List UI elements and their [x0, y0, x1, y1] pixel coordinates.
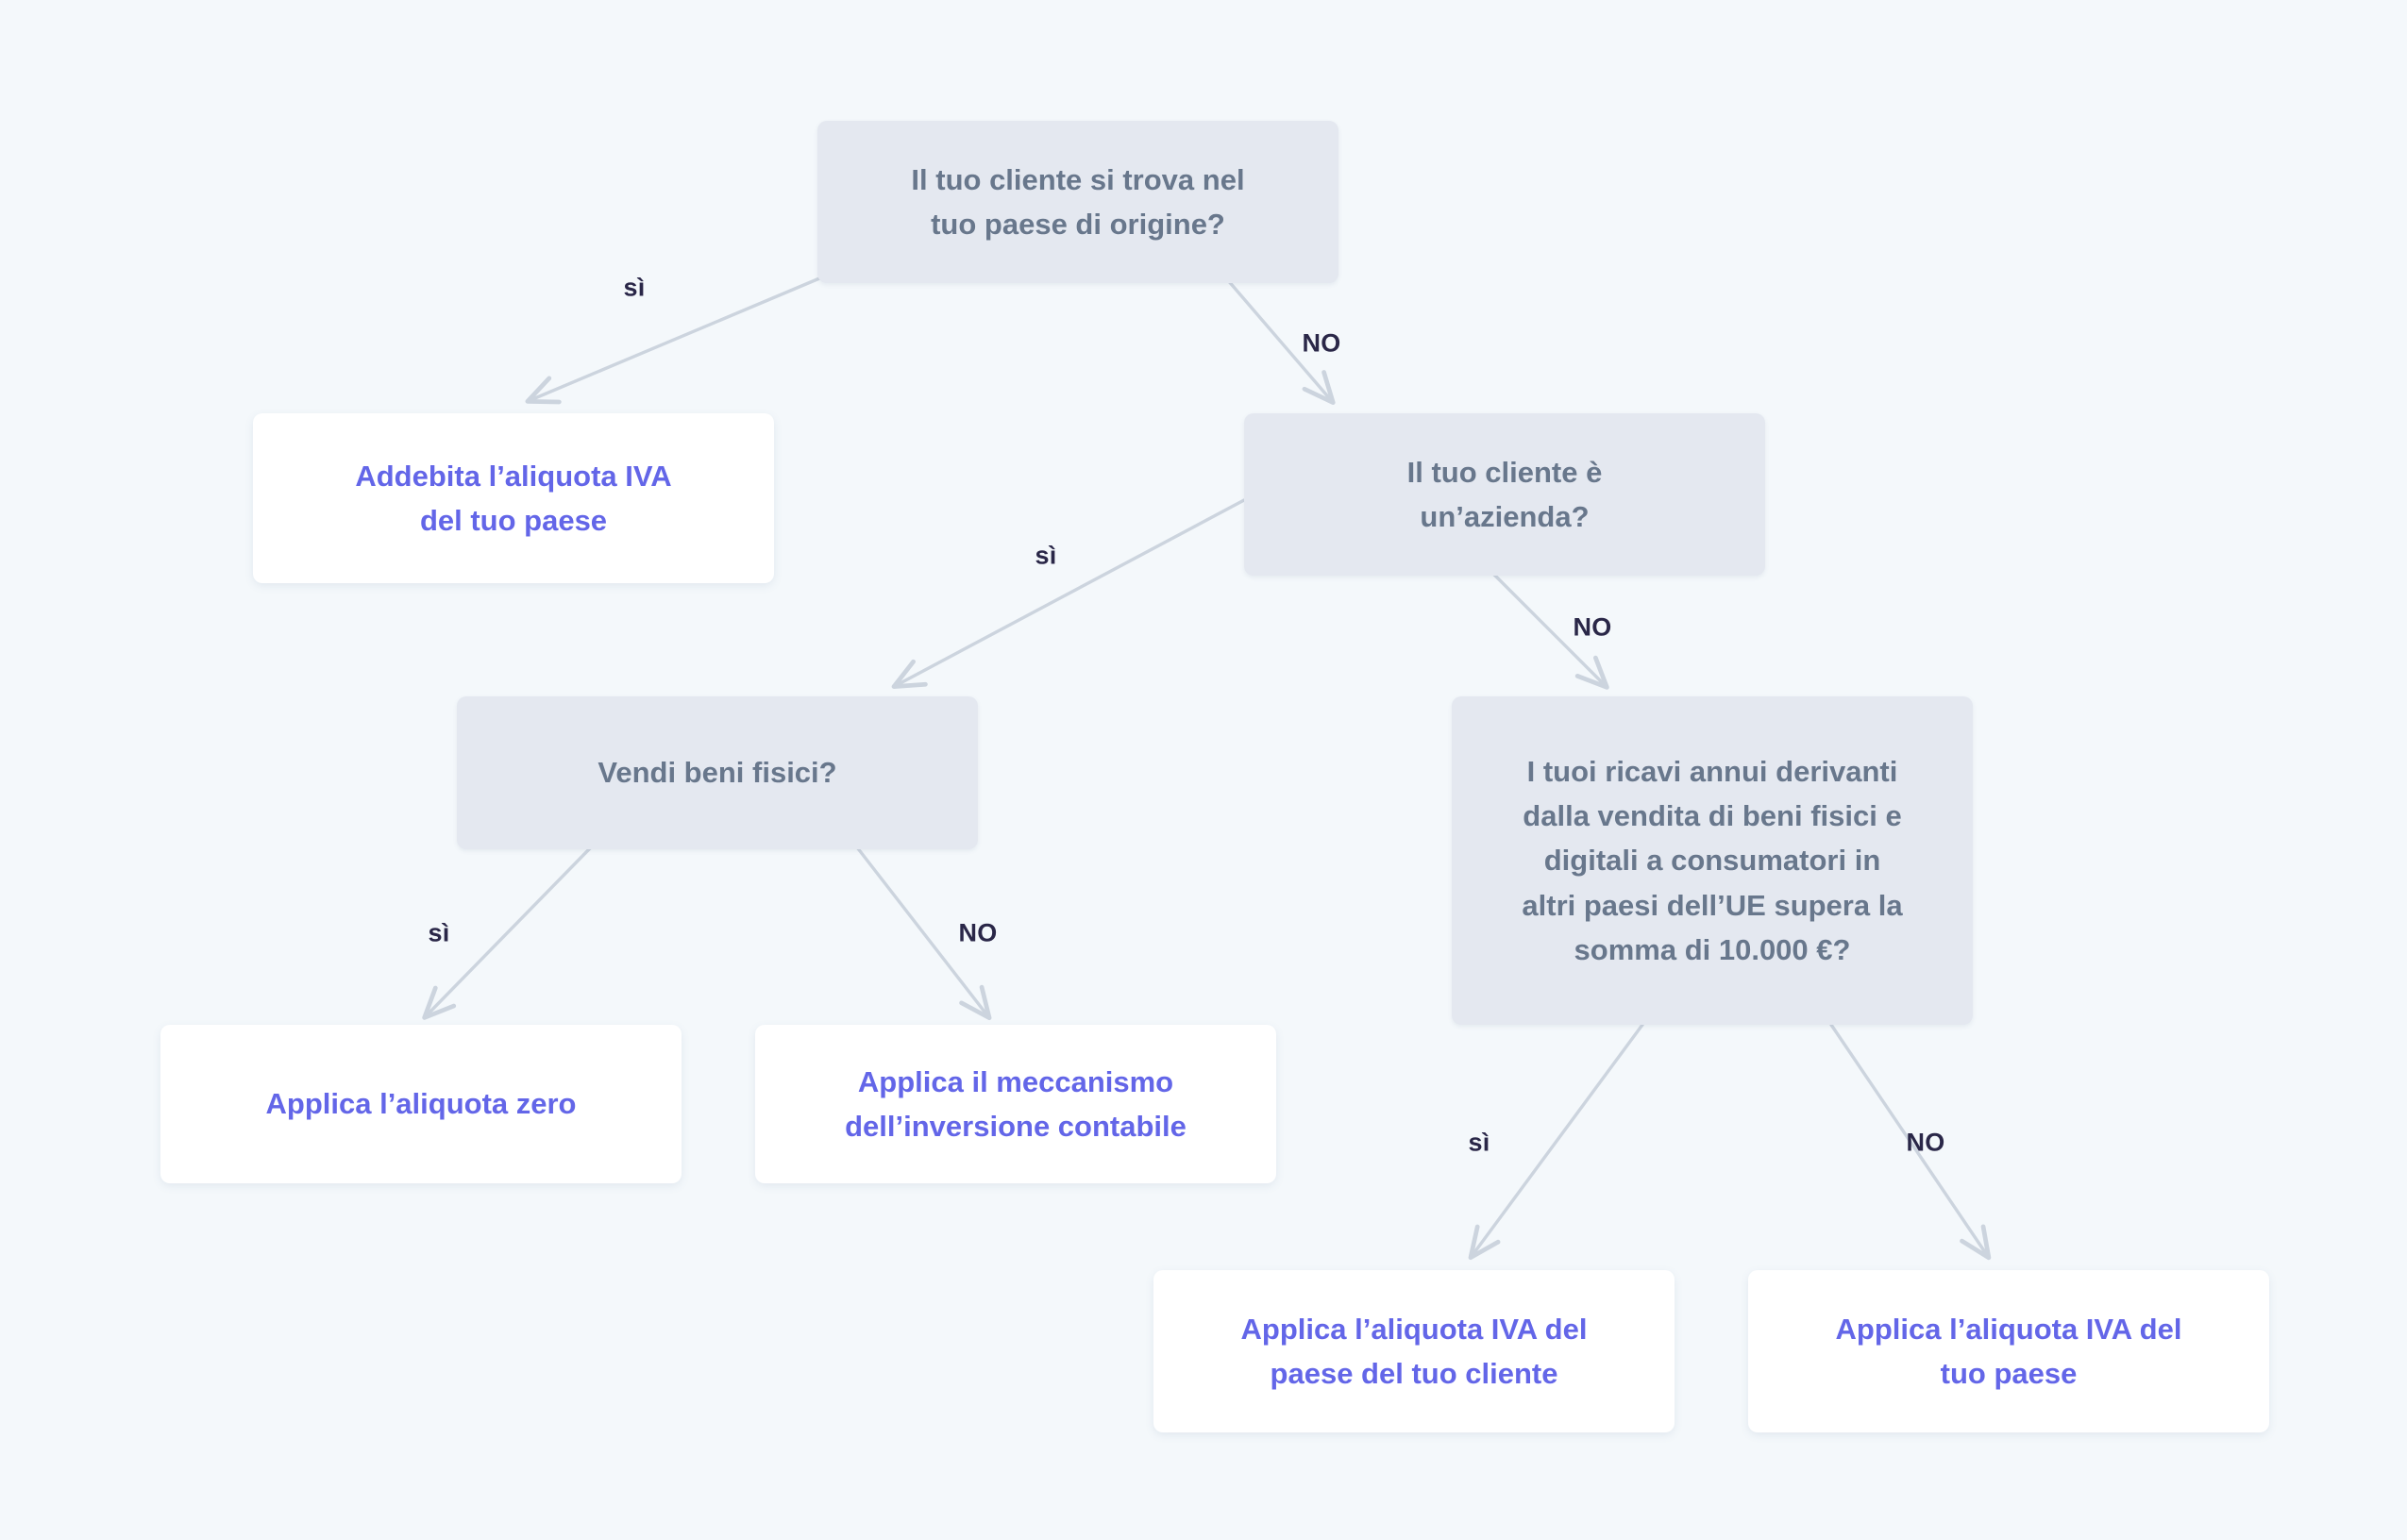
node-q-physical-goods[interactable]: Vendi beni fisici? [457, 696, 978, 849]
node-label: Vendi beni fisici? [598, 756, 837, 790]
edge-e1 [525, 272, 833, 405]
node-r-charge-home-vat[interactable]: Addebita l’aliquota IVA del tuo paese [253, 413, 774, 583]
node-label: Il tuo cliente si trova nel tuo paese di… [911, 162, 1245, 241]
edge-label-e4: NO [1573, 612, 1612, 642]
node-r-reverse-charge[interactable]: Applica il meccanismo dell’inversione co… [755, 1025, 1276, 1183]
edge-label-e5: sì [428, 918, 450, 947]
edge-e7 [1468, 1023, 1644, 1261]
node-r-own-country-vat[interactable]: Applica l’aliquota IVA del tuo paese [1748, 1270, 2269, 1432]
node-label: Applica l’aliquota IVA del tuo paese [1835, 1312, 2182, 1390]
edge-label-e2: NO [1302, 328, 1341, 358]
node-q-revenue-threshold[interactable]: I tuoi ricavi annui derivanti dalla vend… [1452, 696, 1973, 1025]
node-r-customer-country-vat[interactable]: Applica l’aliquota IVA del paese del tuo… [1153, 1270, 1675, 1432]
node-label: Il tuo cliente è un’azienda? [1406, 455, 1603, 533]
edge-label-e3: sì [1035, 541, 1057, 570]
node-label: Applica l’aliquota zero [265, 1087, 577, 1121]
node-r-zero-rate[interactable]: Applica l’aliquota zero [160, 1025, 682, 1183]
node-label: I tuoi ricavi annui derivanti dalla vend… [1522, 755, 1903, 966]
node-label: Applica il meccanismo dell’inversione co… [845, 1064, 1187, 1143]
edge-label-e7: sì [1468, 1128, 1490, 1157]
edge-e3 [891, 498, 1246, 689]
edge-label-e8: NO [1906, 1128, 1945, 1157]
edge-label-e6: NO [958, 918, 998, 947]
node-q-home-country[interactable]: Il tuo cliente si trova nel tuo paese di… [817, 121, 1338, 283]
node-label: Addebita l’aliquota IVA del tuo paese [355, 459, 672, 537]
edge-label-e1: sì [623, 273, 646, 302]
node-label: Applica l’aliquota IVA del paese del tuo… [1240, 1312, 1588, 1390]
edge-e5 [422, 845, 593, 1020]
node-q-is-business[interactable]: Il tuo cliente è un’azienda? [1244, 413, 1765, 576]
